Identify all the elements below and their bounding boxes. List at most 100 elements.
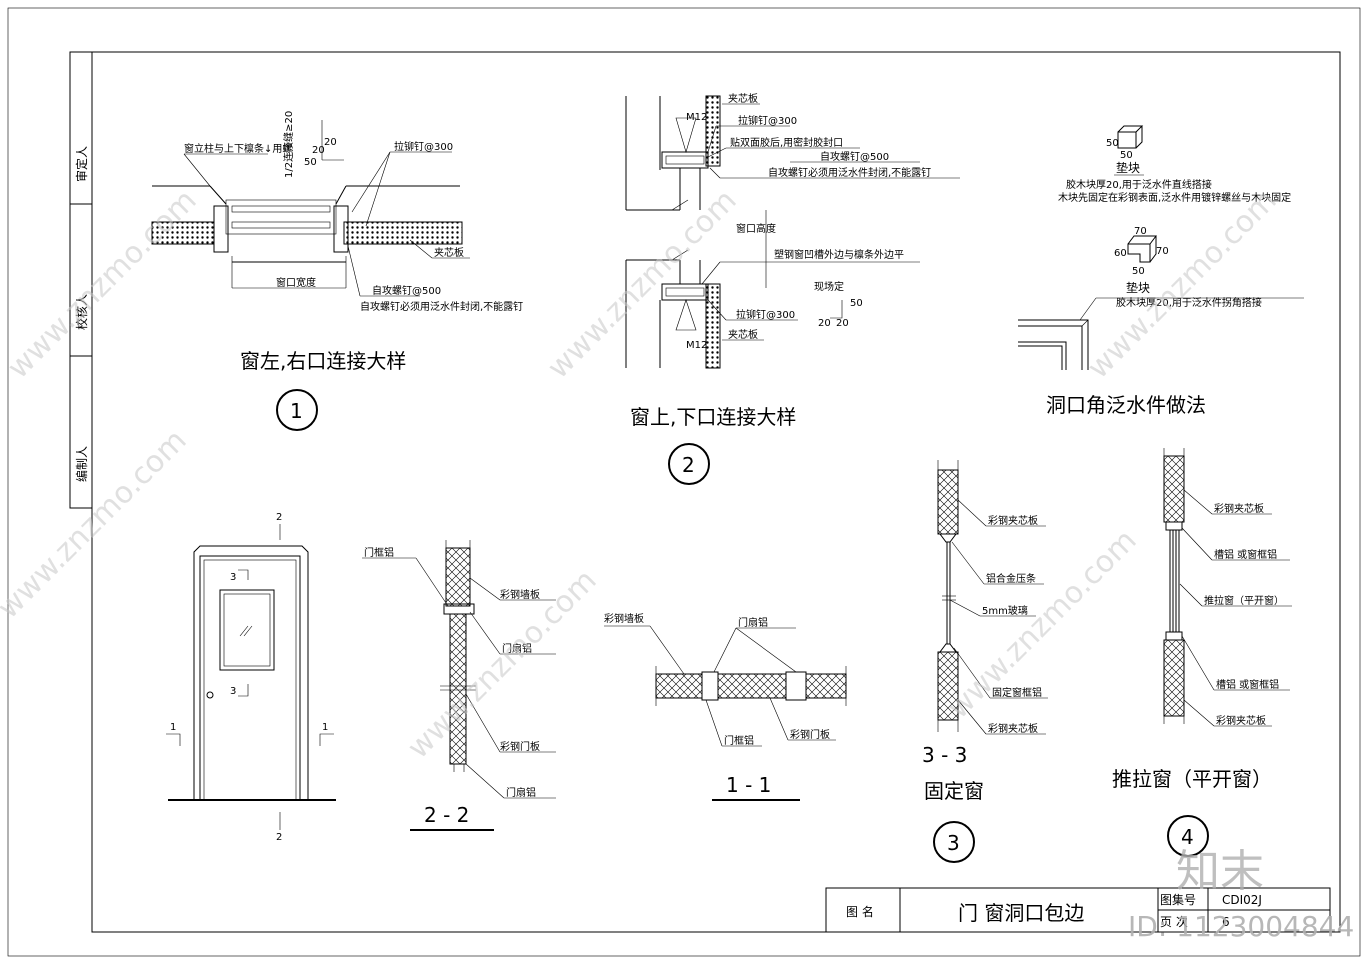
note-panel-bottom: 彩钢夹芯板 <box>1216 714 1266 727</box>
note-leaf-top: 门扇铝 <box>502 642 532 655</box>
dim-joint: 1/2连接缝≥20 <box>282 111 295 178</box>
mark-2-top: 2 <box>276 512 282 523</box>
note-bead: 铝合金压条 <box>986 572 1036 585</box>
section-4: 彩钢夹芯板 槽铝 或窗框铝 推拉窗（平开窗） 槽铝 或窗框铝 彩钢夹芯板 推拉窗… <box>1112 448 1292 857</box>
block2-label: 垫块 <box>1126 280 1150 295</box>
side-strip <box>69 51 93 509</box>
title-1-1: 1 - 1 <box>726 773 771 797</box>
label-set: 图集号 <box>1160 892 1196 907</box>
note-frame: 门框铝 <box>364 546 394 559</box>
section-1-1: 彩钢墙板 门扇铝 门框铝 彩钢门板 1 - 1 <box>604 612 847 801</box>
block2-note: 胶木块厚20,用于泛水件拐角搭接 <box>1116 296 1262 309</box>
section-3-3: 彩钢夹芯板 铝合金压条 5mm玻璃 固定窗框铝 彩钢夹芯板 3 - 3 固定窗 … <box>922 460 1048 863</box>
dim-50: 50 <box>304 157 317 168</box>
title-corner: 洞口角泛水件做法 <box>1046 393 1206 417</box>
number-circle-3 <box>933 821 975 863</box>
block2-dim-c: 70 <box>1156 246 1169 257</box>
door-elevation: 2 2 3 3 1 1 <box>166 512 336 843</box>
number-circle-1 <box>276 389 318 431</box>
note-site: 现场定 <box>814 280 844 293</box>
note-rivet-top: 拉铆钉@300 <box>738 114 797 127</box>
note-panel-top: 彩钢夹芯板 <box>1214 502 1264 515</box>
number-3: 3 <box>947 831 960 855</box>
watermark-6: www.znzmo.com <box>941 523 1144 726</box>
mark-3-bottom: 3 <box>230 686 236 697</box>
number-1: 1 <box>290 399 303 423</box>
block1-dim-b: 50 <box>1120 150 1133 161</box>
number-circle-4 <box>1167 815 1209 857</box>
note-channel-bottom: 槽铝 或窗框铝 <box>1216 678 1279 691</box>
wall-panel <box>445 547 471 607</box>
watermark-4: www.znzmo.com <box>0 423 194 626</box>
note-sealant: 贴双面胶后,用密封胶封口 <box>730 136 843 149</box>
dim-20a: 20 <box>324 137 337 148</box>
subtitle-fixed: 固定窗 <box>924 779 984 803</box>
watermark-id: ID: 1123004844 <box>1128 910 1354 943</box>
title-sliding: 推拉窗（平开窗） <box>1112 767 1272 791</box>
dim-20a: 20 <box>818 318 831 329</box>
side-label-author: 编制人 <box>74 446 89 482</box>
block2-dim-d: 50 <box>1132 266 1145 277</box>
watermark-layer: www.znzmo.com www.znzmo.com www.znzmo.co… <box>0 183 1354 943</box>
detail-2: M12 M12 窗口高度 夹芯板 拉铆钉@300 贴双面胶后,用密封胶封口 自攻… <box>625 92 960 485</box>
note-frame: 固定窗框铝 <box>992 686 1042 699</box>
title-3-3: 3 - 3 <box>922 743 967 767</box>
label-page: 页 次 <box>1160 915 1188 929</box>
side-label-approver: 审定人 <box>74 146 89 182</box>
note-glass: 5mm玻璃 <box>982 604 1028 617</box>
section-2-2: 门框铝 彩钢墙板 门扇铝 彩钢门板 门扇铝 2 - 2 <box>362 540 556 831</box>
title-2-2: 2 - 2 <box>424 803 469 827</box>
note-screw: 自攻螺钉@500 <box>372 284 441 297</box>
note-door-panel: 彩钢门板 <box>790 728 830 741</box>
block2-dim-a: 70 <box>1134 226 1147 237</box>
note-rivet-bottom: 拉铆钉@300 <box>736 308 795 321</box>
block1-note-2: 木块先固定在彩钢表面,泛水件用镀锌螺丝与木块固定 <box>1058 191 1291 204</box>
dim-50: 50 <box>850 298 863 309</box>
note-panel-top: 夹芯板 <box>728 92 758 105</box>
mark-1-right: 1 <box>322 722 328 733</box>
number-2: 2 <box>682 453 695 477</box>
note-panel-bottom: 彩钢夹芯板 <box>988 722 1038 735</box>
note-screw-seal: 自攻螺钉必须用泛水件封闭,不能露钉 <box>360 300 523 313</box>
note-screw: 自攻螺钉@500 <box>820 150 889 163</box>
detail-1: 窗口宽度 20 50 20 1/2连接缝≥20 窗立柱与上下檩条↓用螺 拉铆钉@… <box>151 111 523 431</box>
note-leaf: 门扇铝 <box>738 616 768 629</box>
watermark-3: www.znzmo.com <box>1081 183 1284 386</box>
note-screw-seal: 自攻螺钉必须用泛水件封闭,不能露钉 <box>768 166 931 179</box>
detail-corner: 50 50 垫块 胶木块厚20,用于泛水件直线搭接 木块先固定在彩钢表面,泛水件… <box>1018 125 1304 417</box>
note-wall: 彩钢墙板 <box>500 588 540 601</box>
note-panel-bottom: 夹芯板 <box>728 328 758 341</box>
title-detail-2: 窗上,下口连接大样 <box>630 405 796 429</box>
label-window-height: 窗口高度 <box>736 222 776 235</box>
note-frame: 门框铝 <box>724 734 754 747</box>
mark-1-left: 1 <box>170 722 176 733</box>
outer-border <box>7 7 1361 957</box>
note-sash: 推拉窗（平开窗） <box>1204 594 1284 607</box>
value-set: CDI02J <box>1222 893 1262 907</box>
block1-label: 垫块 <box>1116 160 1140 175</box>
mark-3-top: 3 <box>230 572 236 583</box>
number-circle-2 <box>668 443 710 485</box>
dim-20b: 20 <box>312 145 325 156</box>
note-panel: 夹芯板 <box>434 246 464 259</box>
title-detail-1: 窗左,右口连接大样 <box>240 349 406 373</box>
title-block: 图 名 门 窗洞口包边 图集号 CDI02J 页 次 6 <box>825 887 1331 933</box>
note-wall: 彩钢墙板 <box>604 612 644 625</box>
watermark-logo: 知末 <box>1176 846 1264 897</box>
note-leaf-bottom: 门扇铝 <box>506 786 536 799</box>
label-name: 图 名 <box>846 904 874 919</box>
value-name: 门 窗洞口包边 <box>958 901 1084 925</box>
note-groove: 塑钢窗凹槽外边与檩条外边平 <box>774 248 904 261</box>
note-window-post: 窗立柱与上下檩条↓用螺 <box>184 142 292 155</box>
dim-20b: 20 <box>836 318 849 329</box>
sandwich-panel-right <box>343 221 463 245</box>
panel-bottom <box>705 283 721 369</box>
panel-top <box>705 95 721 167</box>
note-channel-top: 槽铝 或窗框铝 <box>1214 548 1277 561</box>
mark-2-bottom: 2 <box>276 832 282 843</box>
value-page: 6 <box>1222 915 1230 929</box>
label-window-width: 窗口宽度 <box>276 276 316 289</box>
note-door-panel: 彩钢门板 <box>500 740 540 753</box>
bolt-top: M12 <box>686 112 707 123</box>
